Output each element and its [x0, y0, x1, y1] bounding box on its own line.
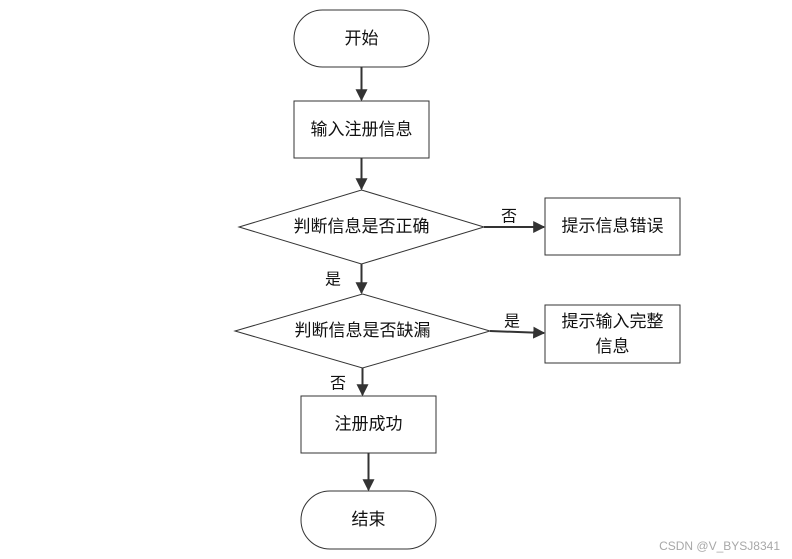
error-prompt-shape: [544, 197, 681, 256]
start-node: 开始: [293, 9, 430, 68]
success-label: 注册成功: [335, 415, 403, 435]
error-prompt-label: 提示信息错误: [562, 217, 664, 237]
complete-prompt-label-line1: 提示输入完整: [562, 312, 664, 332]
input-node: 输入注册信息: [293, 100, 430, 159]
input-process-shape: [293, 100, 430, 159]
branch-label-missing-no: 否: [330, 374, 346, 393]
success-node: 注册成功: [300, 395, 437, 454]
start-label: 开始: [345, 29, 379, 49]
check-missing-label: 判断信息是否缺漏: [295, 321, 431, 341]
complete-prompt-node: 提示输入完整 信息: [544, 304, 681, 364]
branch-label-correct-yes: 是: [325, 270, 341, 289]
end-node: 结束: [300, 490, 437, 550]
input-label: 输入注册信息: [311, 120, 413, 140]
error-prompt-node: 提示信息错误: [544, 197, 681, 256]
end-label: 结束: [352, 510, 386, 530]
end-terminal-shape: [300, 490, 437, 550]
branch-label-correct-no: 否: [501, 207, 517, 226]
check-correct-label: 判断信息是否正确: [294, 217, 430, 237]
csdn-watermark: CSDN @V_BYSJ8341: [659, 539, 780, 553]
complete-prompt-shape: [544, 304, 681, 364]
check-missing-node: 判断信息是否缺漏: [233, 293, 492, 369]
arrow-check-missing-to-complete-prompt: [489, 326, 546, 339]
check-correct-node: 判断信息是否正确: [237, 189, 486, 265]
branch-label-missing-yes: 是: [504, 312, 520, 331]
complete-prompt-label-line2: 信息: [596, 337, 630, 357]
